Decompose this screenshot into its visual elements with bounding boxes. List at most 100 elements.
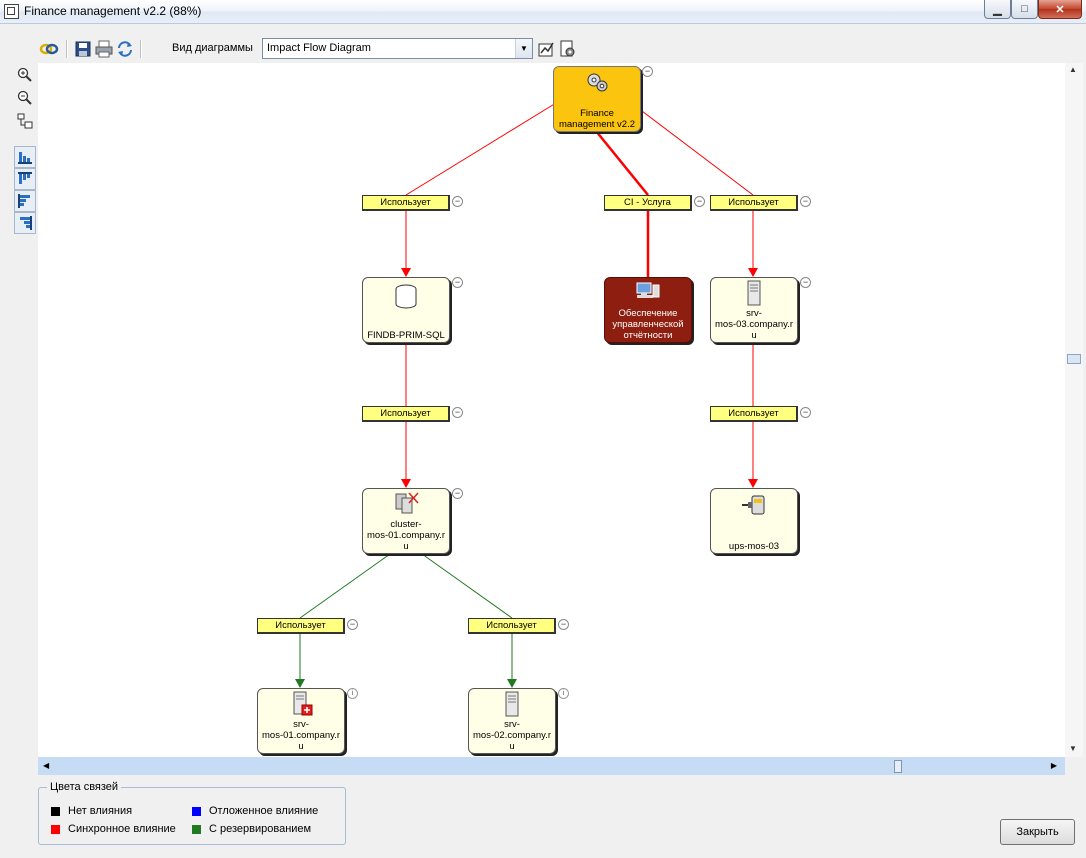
edge-label-uses: Использует	[362, 195, 450, 211]
toolbar-separator	[140, 40, 142, 58]
legend-label: Отложенное влияние	[209, 805, 319, 817]
node-finance-management[interactable]: Finance management v2.2	[553, 66, 641, 132]
save-icon[interactable]	[72, 38, 94, 60]
edge	[299, 553, 391, 619]
collapse-icon[interactable]: −	[642, 66, 653, 77]
arrow-head	[507, 679, 517, 688]
close-button[interactable]: Закрыть	[1000, 819, 1075, 845]
edge	[405, 102, 557, 196]
print-icon[interactable]	[93, 38, 115, 60]
legend-swatch	[51, 806, 60, 816]
node-srv-mos-03[interactable]: srv- mos-03.company.r u	[710, 277, 798, 343]
diagram-edges	[295, 102, 758, 688]
collapse-icon[interactable]: −	[452, 196, 463, 207]
link-colors-legend: Цвета связей Нет влияния Синхронное влия…	[38, 781, 346, 845]
legend-item-sync-impact: Синхронное влияние	[51, 823, 176, 835]
info-icon[interactable]: i	[558, 688, 569, 699]
node-label: mos-01.company.r	[262, 730, 340, 741]
collapse-icon[interactable]: −	[347, 619, 358, 630]
minimize-button[interactable]: ▁	[984, 0, 1011, 19]
node-label: u	[403, 541, 409, 552]
layout-left-icon[interactable]	[14, 190, 36, 212]
gears-icon	[587, 73, 608, 92]
legend-swatch	[192, 806, 201, 816]
scroll-right-icon[interactable]: ▶	[1050, 761, 1057, 770]
node-label: u	[509, 741, 515, 752]
node-label: mos-01.company.r	[367, 530, 445, 541]
edge-label-ci-service: CI - Услуга	[604, 195, 692, 211]
vertical-scrollbar[interactable]: ▲ ▼	[1065, 63, 1083, 757]
window-title: Finance management v2.2 (88%)	[24, 4, 202, 18]
computer-service-icon	[636, 282, 660, 298]
scroll-down-icon[interactable]: ▼	[1069, 744, 1077, 753]
export-icon[interactable]	[536, 38, 558, 60]
edge	[637, 107, 754, 196]
zoom-out-icon[interactable]	[14, 87, 36, 109]
horizontal-scroll-thumb[interactable]	[894, 760, 902, 773]
node-label: FINDB-PRIM-SQL	[367, 330, 445, 341]
edge	[421, 553, 513, 619]
close-window-button[interactable]: ✕	[1038, 0, 1082, 19]
layout-top-icon[interactable]	[14, 168, 36, 190]
legend-label: С резервированием	[209, 823, 312, 835]
horizontal-scrollbar[interactable]: ◀ ▶	[38, 757, 1065, 775]
node-srv-mos-02[interactable]: srv- mos-02.company.r u	[468, 688, 556, 754]
arrow-head	[748, 268, 758, 277]
settings-icon[interactable]	[557, 38, 579, 60]
edge	[595, 130, 649, 196]
node-label: srv-	[293, 719, 309, 730]
node-findb-prim-sql[interactable]: FINDB-PRIM-SQL	[362, 277, 450, 343]
cluster-icon	[395, 492, 419, 514]
scroll-up-icon[interactable]: ▲	[1069, 65, 1077, 74]
edge-label-uses: Использует	[362, 406, 450, 422]
toolbar-separator	[66, 40, 68, 58]
maximize-button[interactable]: □	[1011, 0, 1038, 19]
collapse-icon[interactable]: −	[694, 196, 705, 207]
legend-title: Цвета связей	[47, 781, 122, 793]
legend-swatch	[192, 824, 201, 834]
legend-item-no-impact: Нет влияния	[51, 805, 132, 817]
collapse-icon[interactable]: −	[452, 277, 463, 288]
layout-bottom-icon[interactable]	[14, 146, 36, 168]
arrow-head	[748, 479, 758, 488]
node-label: srv-	[746, 308, 762, 319]
vertical-scroll-thumb[interactable]	[1067, 354, 1081, 364]
node-label: cluster-	[390, 519, 422, 530]
node-label: mos-02.company.r	[473, 730, 551, 741]
node-label: ups-mos-03	[728, 541, 780, 552]
diagram-canvas[interactable]: Finance management v2.2 − Использует − C…	[38, 63, 1065, 757]
node-ups-mos-03[interactable]: ups-mos-03	[710, 488, 798, 554]
app-window-icon	[4, 4, 19, 19]
arrow-head	[401, 479, 411, 488]
legend-label: Синхронное влияние	[68, 823, 176, 835]
node-label: management v2.2	[558, 119, 636, 130]
refresh-icon[interactable]	[114, 38, 136, 60]
collapse-icon[interactable]: −	[452, 407, 463, 418]
collapse-icon[interactable]: −	[558, 619, 569, 630]
collapse-icon[interactable]: −	[800, 407, 811, 418]
zoom-in-icon[interactable]	[14, 64, 36, 86]
node-srv-mos-01[interactable]: srv- mos-01.company.r u	[257, 688, 345, 754]
links-icon[interactable]	[38, 38, 60, 60]
fit-icon[interactable]	[14, 110, 36, 132]
legend-item-redundant: С резервированием	[192, 823, 311, 835]
node-management-reporting[interactable]: Обеспечение управленческой отчётности	[604, 277, 692, 343]
info-icon[interactable]: i	[347, 688, 358, 699]
collapse-icon[interactable]: −	[800, 277, 811, 288]
scroll-left-icon[interactable]: ◀	[43, 761, 50, 770]
diagram-type-value: Impact Flow Diagram	[267, 42, 371, 54]
collapse-icon[interactable]: −	[800, 196, 811, 207]
layout-right-icon[interactable]	[14, 212, 36, 234]
node-label: mos-03.company.r	[715, 319, 793, 330]
chevron-down-icon[interactable]: ▼	[515, 39, 532, 58]
node-cluster-mos-01[interactable]: cluster- mos-01.company.r u	[362, 488, 450, 554]
collapse-icon[interactable]: −	[452, 488, 463, 499]
node-label: управленческой	[612, 319, 684, 330]
legend-swatch	[51, 824, 60, 834]
scroll-corner	[1065, 757, 1083, 775]
node-label: отчётности	[623, 330, 673, 341]
ups-icon	[742, 495, 765, 515]
legend-label: Нет влияния	[68, 805, 133, 817]
diagram-type-select[interactable]: Impact Flow Diagram ▼	[262, 38, 533, 59]
node-label: u	[298, 741, 304, 752]
